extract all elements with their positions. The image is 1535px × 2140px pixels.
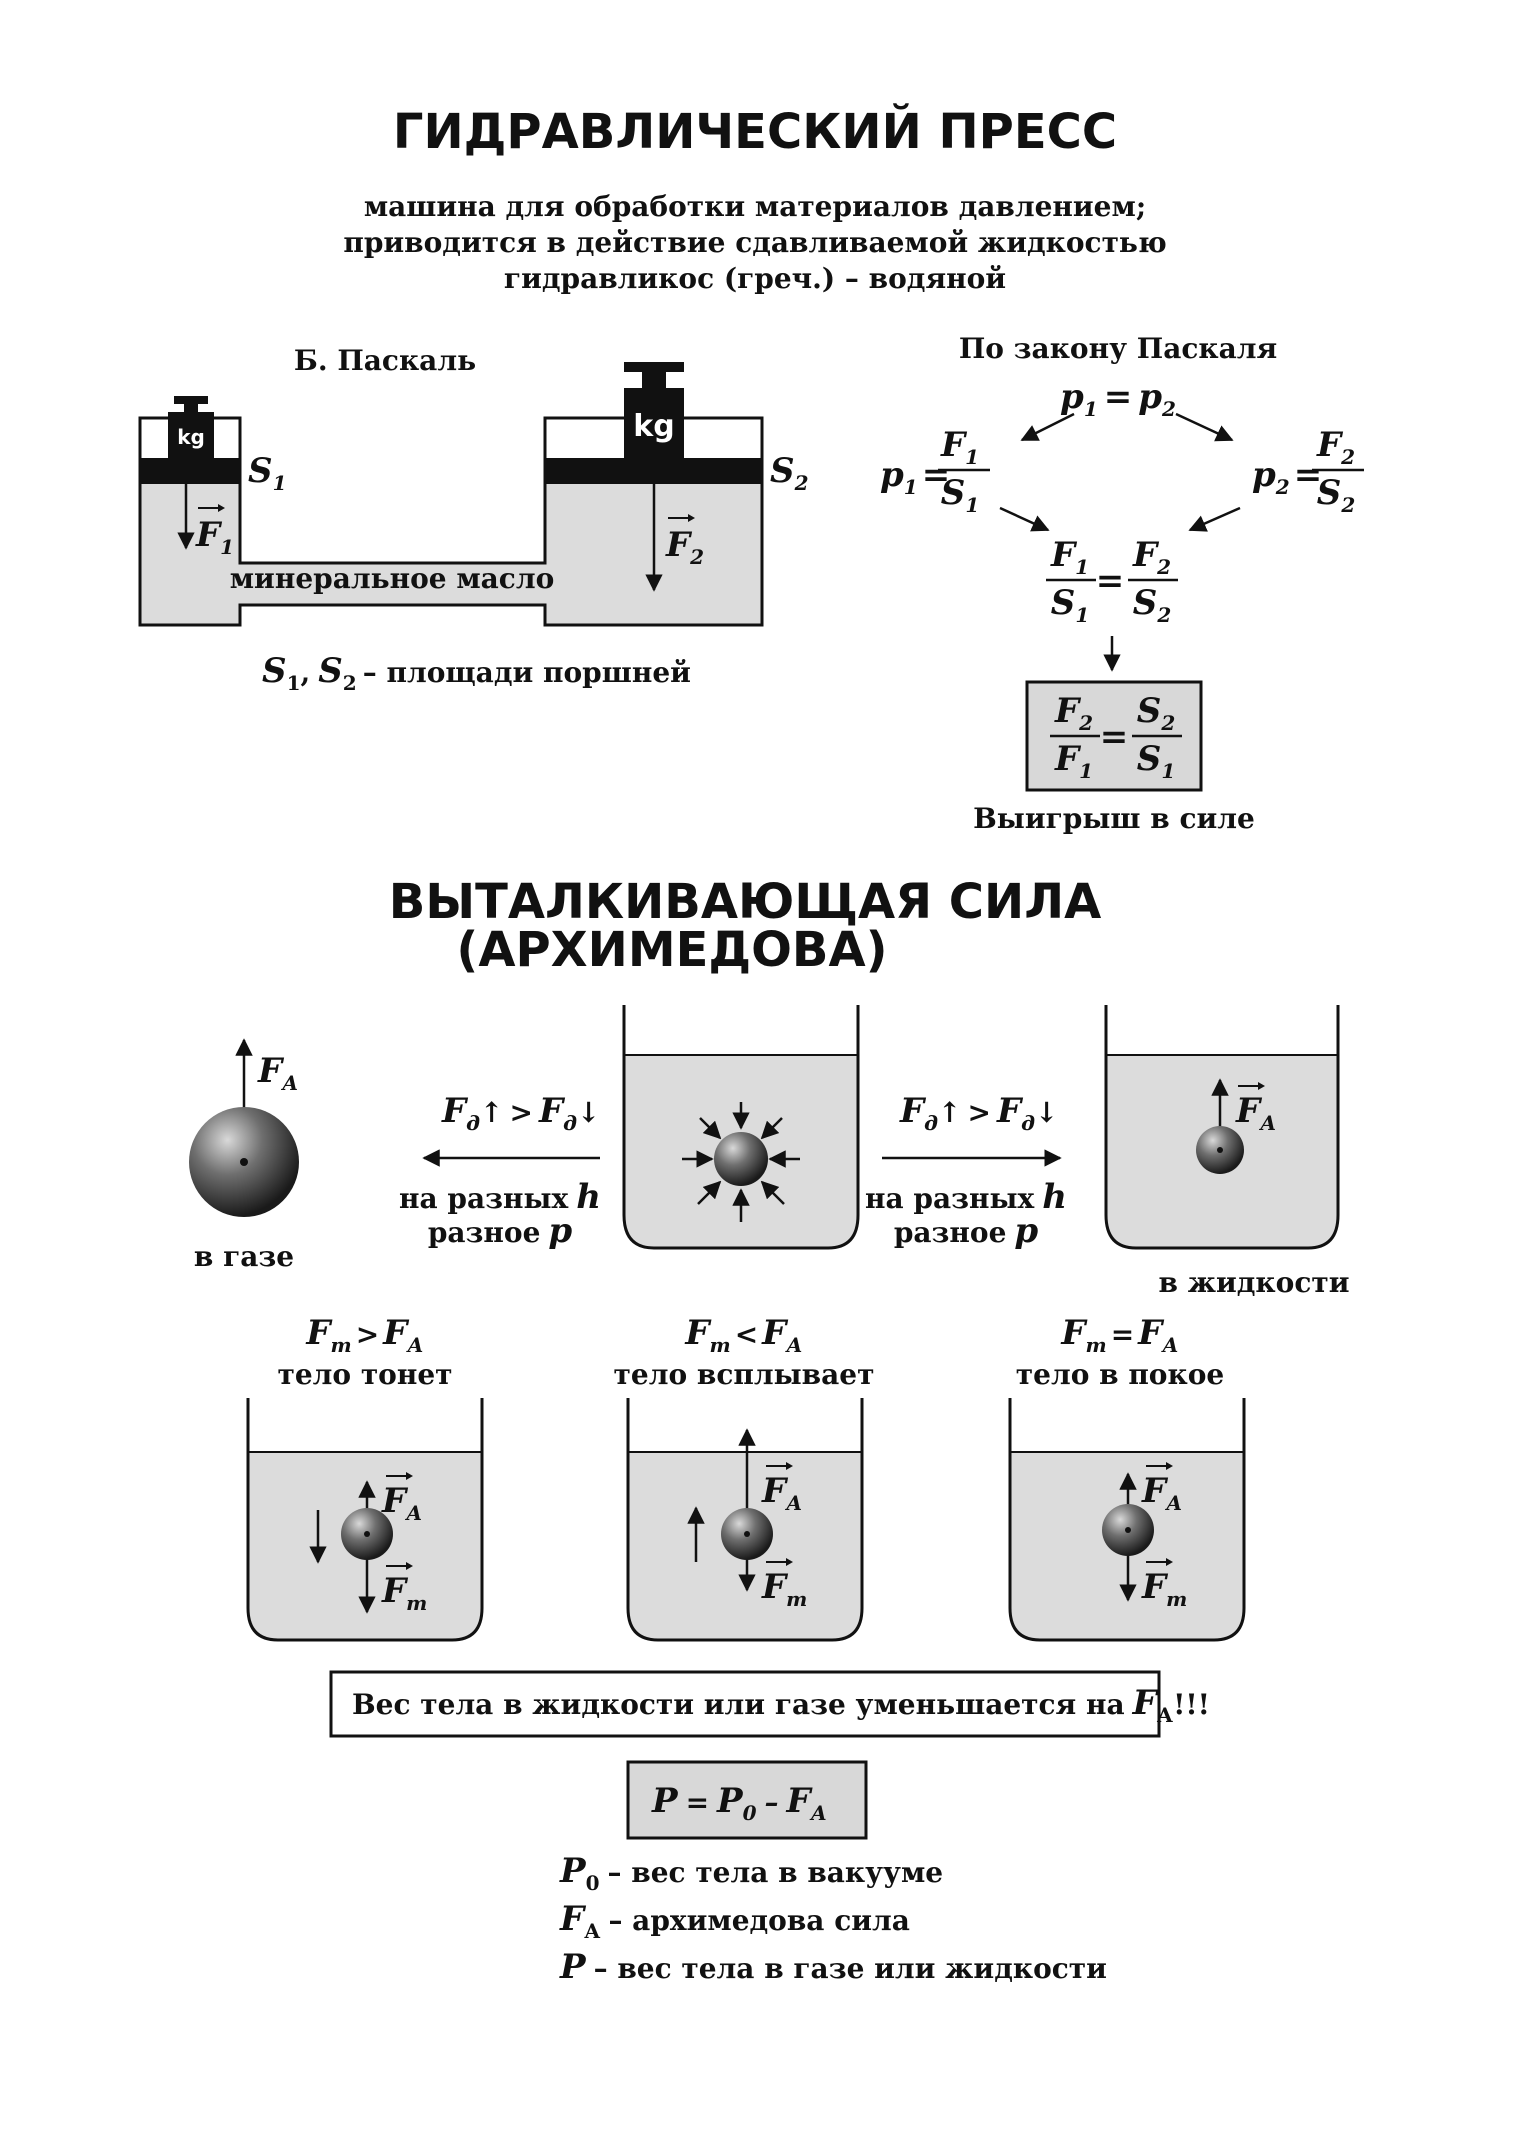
archimedes-title-line-1: ВЫТАЛКИВАЮЩАЯ СИЛА — [389, 874, 1101, 930]
case-floats-up: Fт<FА тело всплывает FА Fт — [614, 1313, 875, 1642]
weight-note-box: Вес тела в жидкости или газе уменьшается… — [329, 1670, 1210, 1738]
press-description-line-2: приводится в действие сдавливаемой жидко… — [343, 226, 1166, 259]
pressure-arrows — [682, 1102, 800, 1222]
svg-text:тело всплывает: тело всплывает — [614, 1358, 875, 1391]
p1-formula: p1= — [880, 455, 950, 499]
svg-text:F2: F2 — [1316, 425, 1355, 469]
svg-text:FА: FА — [1141, 1471, 1182, 1515]
force-gain-formula-box: F2 F1 = S2 S1 — [1025, 680, 1203, 792]
ball-in-gas: FА в газе — [189, 1038, 299, 1273]
svg-text:P=P0–FА: P=P0–FА — [651, 1781, 827, 1825]
svg-text:F1: F1 — [1054, 739, 1093, 783]
legend-p: P– вес тела в газе или жидкости — [559, 1947, 1107, 1987]
svg-text:FА: FА — [1235, 1091, 1276, 1135]
svg-text:Fт: Fт — [761, 1567, 807, 1611]
svg-text:тело тонет: тело тонет — [277, 1358, 452, 1391]
press-description-line-1: машина для обработки материалов давление… — [364, 190, 1146, 223]
liquid-beaker: FА в жидкости — [1104, 1005, 1350, 1299]
in-gas-label: в газе — [194, 1240, 294, 1273]
case-sinks: Fт>FА тело тонет FА Fт — [246, 1313, 484, 1642]
press-title: ГИДРАВЛИЧЕСКИЙ ПРЕСС — [393, 103, 1117, 160]
fluid-label: минеральное масло — [230, 562, 555, 595]
svg-text:=: = — [1096, 561, 1125, 601]
symbol-legend: P0– вес тела в вакууме FА– архимедова си… — [559, 1851, 1107, 1987]
areas-caption: S1,S2– площади поршней — [262, 651, 691, 695]
svg-text:Fт=FА: Fт=FА — [1060, 1313, 1178, 1357]
small-piston — [140, 458, 240, 484]
svg-text:Fт<FА: Fт<FА — [684, 1313, 802, 1357]
svg-text:kg: kg — [633, 409, 674, 444]
svg-text:S2: S2 — [1137, 691, 1176, 735]
press-vessel-outline — [138, 416, 764, 627]
svg-text:Вес тела в жидкости или газе у: Вес тела в жидкости или газе уменьшается… — [352, 1683, 1210, 1727]
in-liquid-label: в жидкости — [1159, 1266, 1350, 1299]
press-description-line-3: гидравликос (греч.) – водяной — [504, 262, 1006, 295]
svg-text:F2: F2 — [1054, 691, 1093, 735]
svg-text:FА: FА — [381, 1481, 422, 1525]
archimedes-title-line-2: (АРХИМЕДОВА) — [456, 922, 887, 978]
svg-text:тело в покое: тело в покое — [1016, 1358, 1224, 1391]
svg-text:Fд↑>Fд↓: Fд↑>Fд↓ — [899, 1091, 1059, 1135]
case-at-rest: Fт=FА тело в покое FА Fт — [1008, 1313, 1246, 1642]
pascal-law-title: По закону Паскаля — [959, 332, 1277, 365]
svg-text:Fт: Fт — [1141, 1567, 1187, 1611]
svg-text:Fт>FА: Fт>FА — [305, 1313, 423, 1357]
weight-formula-box: P=P0–FА — [626, 1760, 868, 1840]
s1-label: S1 — [248, 451, 286, 495]
svg-text:Fд↑>Fд↓: Fд↑>Fд↓ — [441, 1091, 601, 1135]
svg-text:S1: S1 — [1051, 583, 1089, 627]
ratio-equality: F1 S1 = F2 S2 — [1046, 535, 1178, 627]
svg-text:S2: S2 — [1133, 583, 1172, 627]
pascal-law-derivation: По закону Паскаля p1=p2 p1= F1 S1 p2= F2… — [880, 332, 1364, 835]
large-weight: kg — [624, 362, 684, 458]
svg-text:=: = — [1100, 717, 1129, 757]
svg-text:F2: F2 — [1132, 535, 1171, 579]
s2-label: S2 — [770, 451, 809, 495]
f2-label: F2 — [665, 525, 704, 569]
svg-text:kg: kg — [177, 425, 205, 449]
svg-text:F1: F1 — [1050, 535, 1089, 579]
center-beaker — [622, 1005, 860, 1250]
svg-text:S2: S2 — [1317, 473, 1356, 517]
small-weight: kg — [168, 396, 214, 458]
hydraulic-press-diagram: kg kg S1 S2 F1 F2 минеральное масло — [138, 362, 809, 627]
svg-text:S1: S1 — [1137, 739, 1175, 783]
f1-label: F1 — [195, 515, 234, 559]
legend-p0: P0– вес тела в вакууме — [559, 1851, 943, 1895]
svg-text:F1: F1 — [940, 425, 979, 469]
p1-equals-p2: p1=p2 — [1060, 377, 1176, 421]
large-piston — [545, 458, 762, 484]
oil-body — [140, 484, 762, 625]
svg-text:S1: S1 — [941, 473, 979, 517]
force-gain-label: Выигрыш в силе — [973, 802, 1255, 835]
legend-fa: FА– архимедова сила — [559, 1899, 910, 1943]
pascal-label: Б. Паскаль — [294, 344, 476, 377]
svg-text:FА: FА — [257, 1051, 298, 1095]
p2-formula: p2= — [1252, 455, 1322, 499]
svg-text:Fт: Fт — [381, 1571, 427, 1615]
svg-text:FА: FА — [761, 1471, 802, 1515]
